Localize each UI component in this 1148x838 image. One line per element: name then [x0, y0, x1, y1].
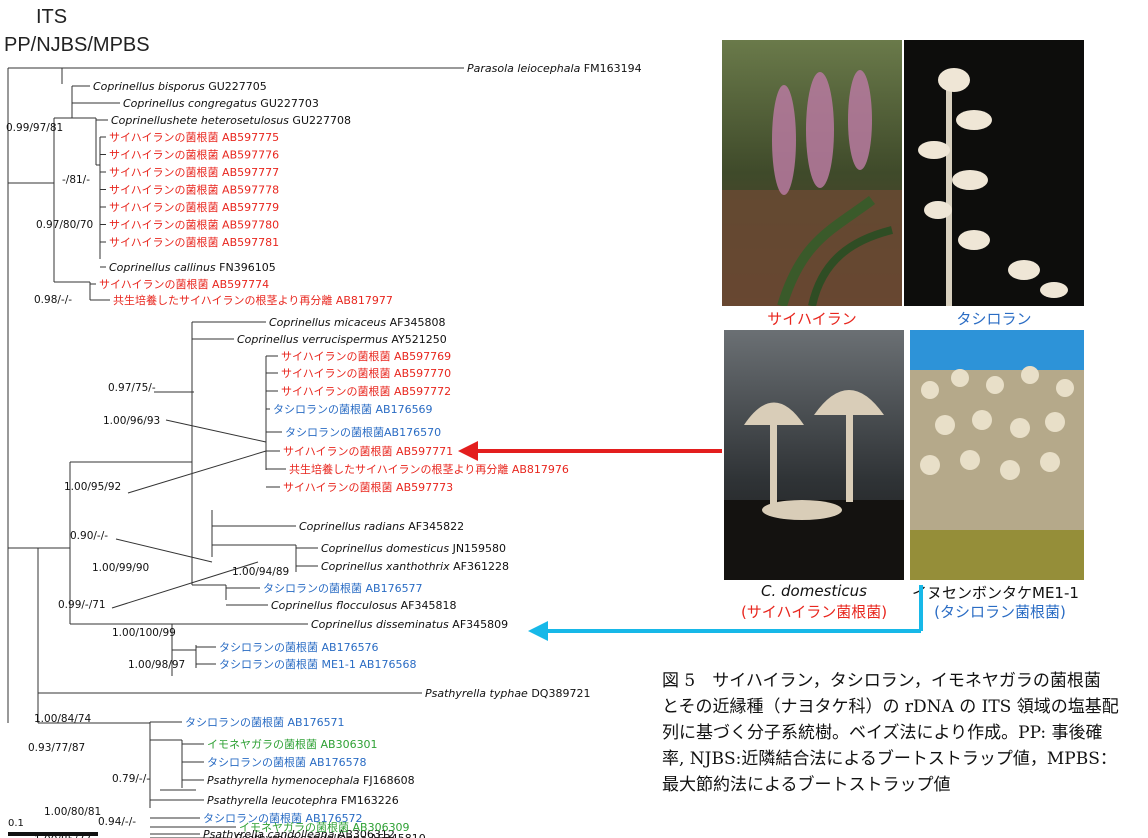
- tip-label-s775: サイハイランの菌根菌 AB597775: [109, 130, 279, 144]
- support-n5: 0.97/75/-: [108, 382, 156, 394]
- support-n7: 1.00/95/92: [64, 481, 121, 493]
- support-n3: 0.97/80/70: [36, 219, 93, 231]
- tip-label-s777: サイハイランの菌根菌 AB597777: [109, 165, 279, 179]
- photo-c-domesticus: [724, 330, 904, 580]
- tree-branch: [166, 420, 266, 442]
- support-n14: 1.00/84/74: [34, 713, 91, 725]
- tip-label-t570: タシロランの菌根菌AB176570: [285, 425, 441, 439]
- tip-label-k976: 共生培養したサイハイランの根茎より再分離 AB817976: [289, 462, 569, 476]
- tip-label-verruci: Coprinellus verrucispermus AY521250: [237, 333, 447, 346]
- tip-label-congregatus: Coprinellus congregatus GU227703: [123, 97, 319, 110]
- tree-branch: [128, 451, 266, 493]
- tip-label-flocculosus: Coprinellus flocculosus AF345818: [271, 599, 457, 612]
- tip-label-callinus: Coprinellus callinus FN396105: [109, 261, 276, 274]
- tip-label-t578: タシロランの菌根菌 AB176578: [207, 755, 367, 769]
- phylogenetic-tree: Parasola leiocephala FM163194Coprinellus…: [0, 0, 660, 838]
- tip-label-t569: タシロランの菌根菌 AB176569: [273, 402, 433, 416]
- tip-label-s781: サイハイランの菌根菌 AB597781: [109, 235, 279, 249]
- tree-branch: [116, 539, 212, 562]
- tip-label-s776: サイハイランの菌根菌 AB597776: [109, 148, 279, 162]
- scale-bar: [8, 832, 98, 836]
- support-n15: 0.93/77/87: [28, 742, 85, 754]
- support-n6: 1.00/96/93: [103, 415, 160, 427]
- tip-label-s779: サイハイランの菌根菌 AB597779: [109, 200, 279, 214]
- tip-label-cand810: Psathyrella candolleana AF345810: [235, 832, 426, 838]
- support-n18: 0.94/-/-: [98, 816, 136, 828]
- support-n10: 0.99/-/71: [58, 599, 106, 611]
- caption-line-3: 列に基づく分子系統樹。ベイズ法により作成。PP: 事後確: [662, 720, 1142, 746]
- tip-label-s780: サイハイランの菌根菌 AB597780: [109, 218, 279, 232]
- support-n12: 1.00/100/99: [112, 627, 176, 639]
- photo-tashiroran: [904, 40, 1084, 306]
- tip-label-domesticus: Coprinellus domesticus JN159580: [321, 542, 506, 555]
- tip-label-s774: サイハイランの菌根菌 AB597774: [99, 277, 269, 291]
- tip-label-parasola: Parasola leiocephala FM163194: [467, 62, 642, 75]
- tip-label-k977: 共生培養したサイハイランの根茎より再分離 AB817977: [113, 293, 393, 307]
- support-n8: 0.90/-/-: [70, 530, 108, 542]
- tip-label-leuco: Psathyrella leucotephra FM163226: [207, 794, 399, 807]
- tip-label-i301: イモネヤガラの菌根菌 AB306301: [207, 737, 378, 751]
- support-n16: 0.79/-/-: [112, 773, 150, 785]
- tip-label-s770: サイハイランの菌根菌 AB597770: [281, 366, 451, 380]
- tip-label-t568: タシロランの菌根菌 ME1-1 AB176568: [219, 657, 416, 671]
- tip-label-dissem: Coprinellus disseminatus AF345809: [311, 618, 508, 631]
- photo-inusenbontake: [910, 330, 1084, 580]
- tip-label-s769: サイハイランの菌根菌 AB597769: [281, 349, 451, 363]
- figure-caption: 図 5 サイハイラン，タシロラン，イモネヤガラの菌根菌 とその近縁種（ナヨタケ科…: [662, 668, 1142, 798]
- tip-label-bisporus: Coprinellus bisporus GU227705: [93, 80, 267, 93]
- tip-label-typhae: Psathyrella typhae DQ389721: [425, 687, 590, 700]
- label-tashiroran: タシロラン: [904, 308, 1084, 329]
- tip-label-radians: Coprinellus radians AF345822: [299, 520, 464, 533]
- tip-label-hetero: Coprinellushete heterosetulosus GU227708: [111, 114, 351, 127]
- tip-label-t576: タシロランの菌根菌 AB176576: [219, 640, 379, 654]
- label-saihairan: サイハイラン: [722, 308, 902, 329]
- label-inusenbontake-sub: (タシロラン菌根菌): [910, 601, 1090, 622]
- scale-bar-label: 0.1: [8, 818, 24, 829]
- caption-line-5: 最大節約法によるブートストラップ値: [662, 772, 1142, 798]
- label-inusenbontake: イヌセンボンタケME1-1: [912, 582, 1142, 603]
- support-n1: 0.99/97/81: [6, 122, 63, 134]
- photo-saihairan: [722, 40, 902, 306]
- support-n2: -/81/-: [62, 174, 90, 186]
- tip-label-t577: タシロランの菌根菌 AB176577: [263, 581, 423, 595]
- tip-label-s771: サイハイランの菌根菌 AB597771: [283, 444, 453, 458]
- tip-label-xantho: Coprinellus xanthothrix AF361228: [321, 560, 509, 573]
- label-c-domesticus-sub: (サイハイラン菌根菌): [724, 601, 904, 622]
- tip-label-t571: タシロランの菌根菌 AB176571: [185, 715, 345, 729]
- tip-label-hymeno: Psathyrella hymenocephala FJ168608: [207, 774, 415, 787]
- caption-line-2: とその近縁種（ナヨタケ科）の rDNA の ITS 領域の塩基配: [662, 694, 1142, 720]
- support-n13: 1.00/98/97: [128, 659, 185, 671]
- label-c-domesticus: C. domesticus: [724, 582, 904, 600]
- caption-line-1: 図 5 サイハイラン，タシロラン，イモネヤガラの菌根菌: [662, 668, 1142, 694]
- caption-line-4: 率, NJBS:近隣結合法によるブートストラップ値，MPBS：: [662, 746, 1142, 772]
- tip-label-s773: サイハイランの菌根菌 AB597773: [283, 480, 453, 494]
- support-n9: 1.00/99/90: [92, 562, 149, 574]
- tip-label-s778: サイハイランの菌根菌 AB597778: [109, 183, 279, 197]
- support-n4: 0.98/-/-: [34, 294, 72, 306]
- tip-label-s772: サイハイランの菌根菌 AB597772: [281, 384, 451, 398]
- tip-label-micaceus: Coprinellus micaceus AF345808: [269, 316, 445, 329]
- support-n17: 1.00/80/81: [44, 806, 101, 818]
